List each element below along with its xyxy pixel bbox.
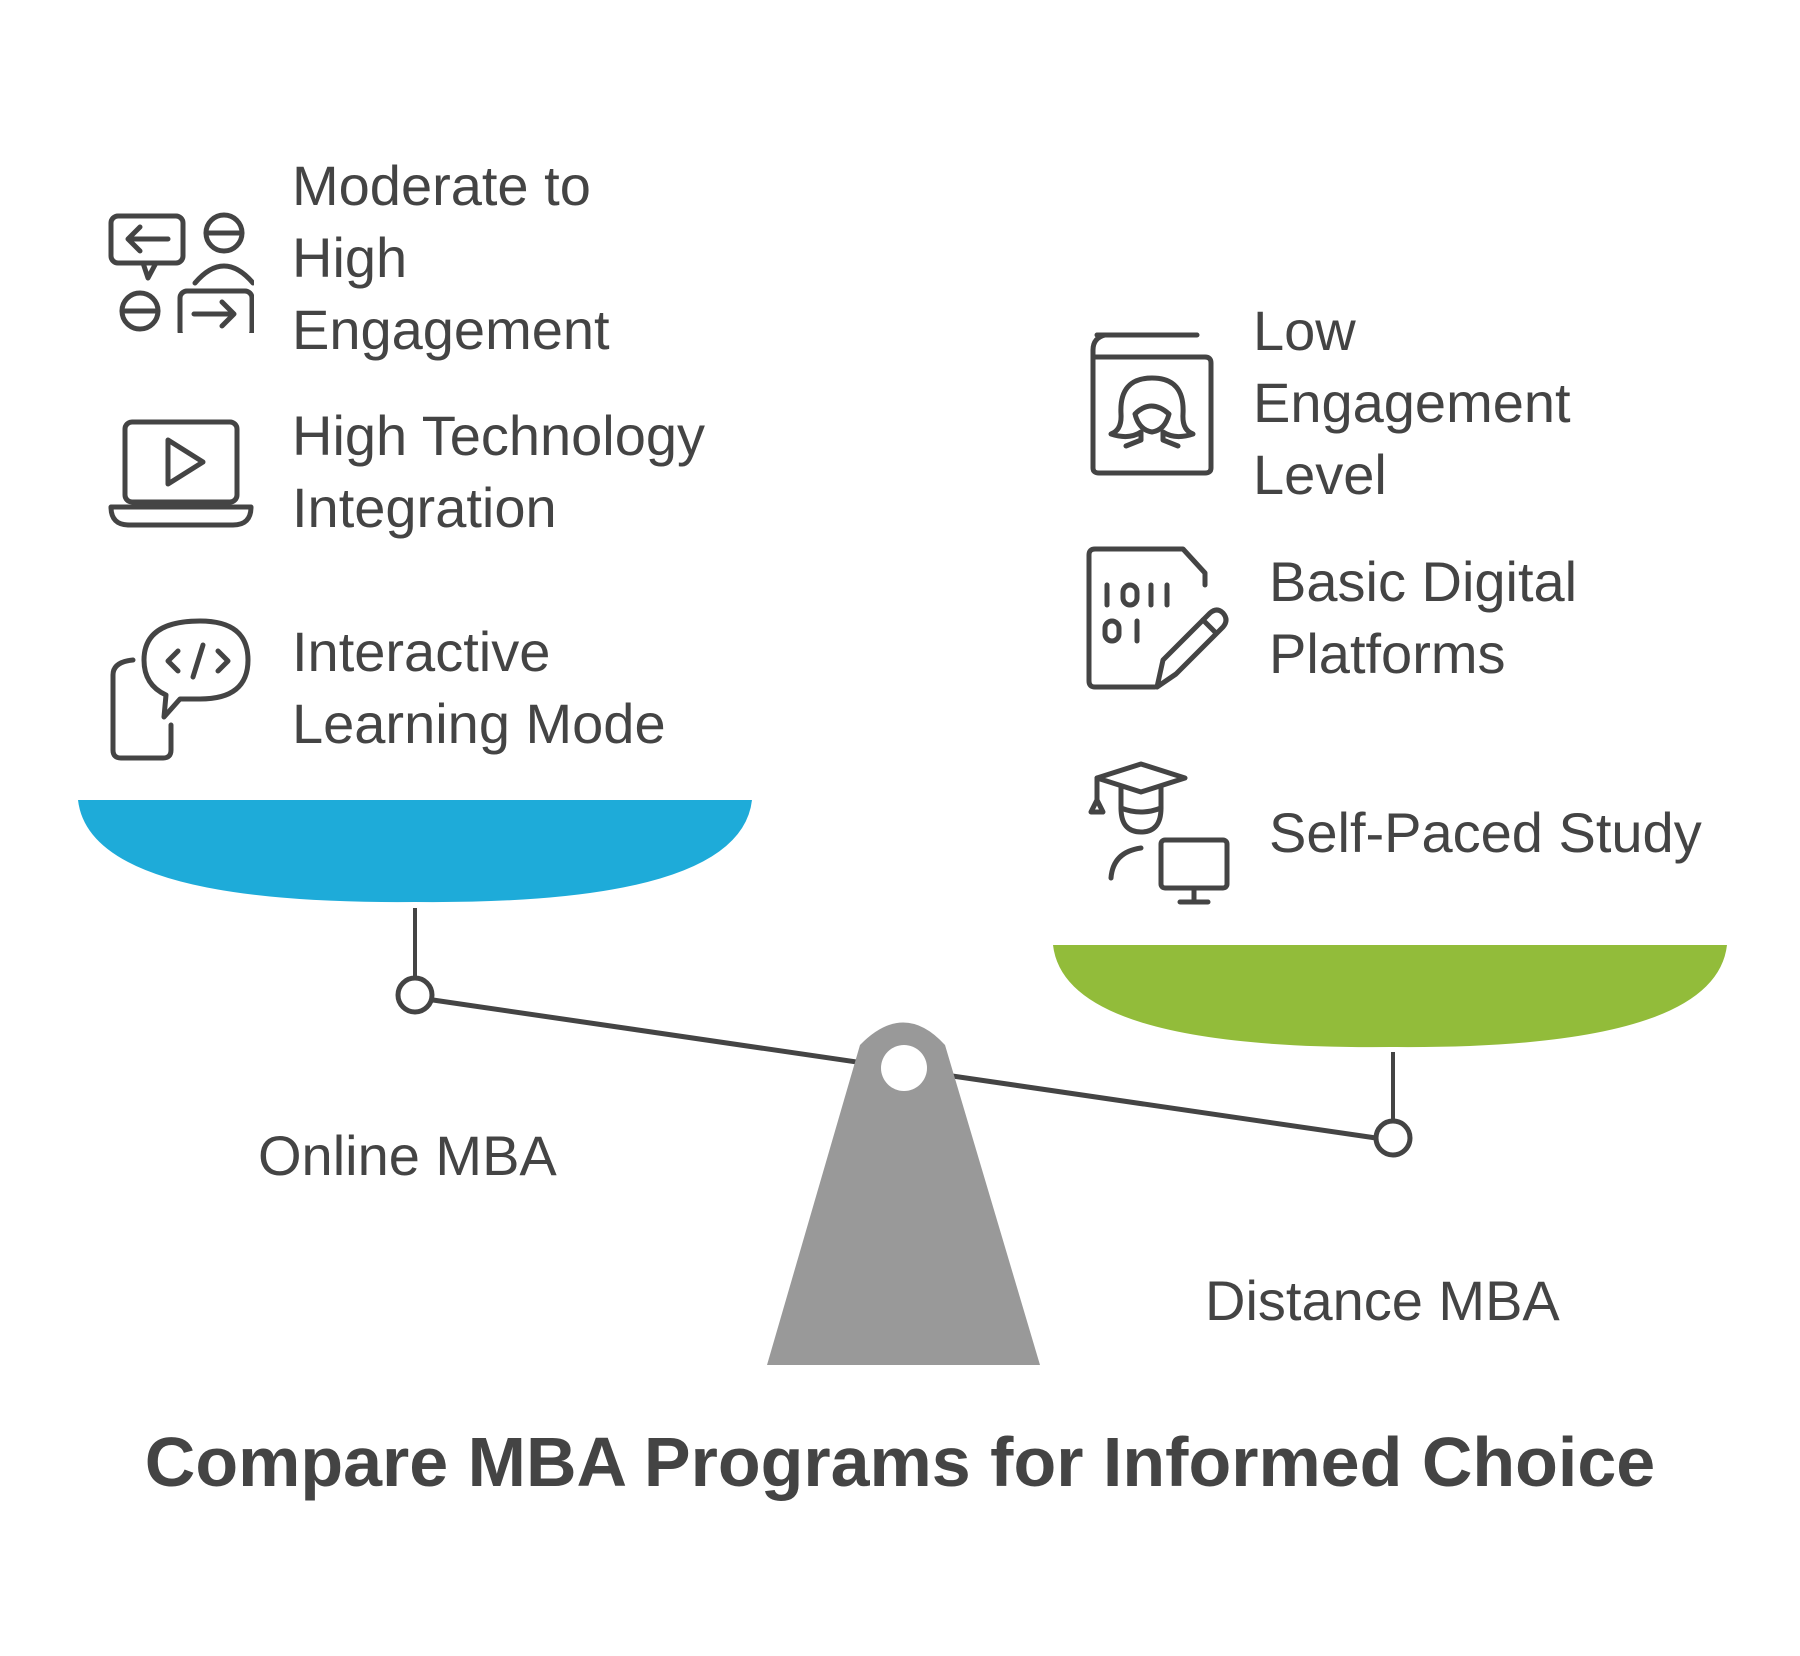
right-hinge bbox=[1373, 1118, 1413, 1158]
left-feature-2: High Technology Integration bbox=[108, 400, 705, 544]
left-feature-3-label: Interactive Learning Mode bbox=[292, 620, 666, 755]
distance-mba-label: Distance MBA bbox=[1205, 1269, 1560, 1332]
laptop-play-icon bbox=[108, 419, 254, 528]
phone-code-chat-icon bbox=[110, 618, 251, 761]
right-feature-3-label: Self-Paced Study bbox=[1269, 801, 1702, 864]
right-feature-1: Low Engagement Level bbox=[1085, 295, 1571, 511]
left-pan bbox=[78, 800, 752, 903]
left-feature-1: Moderate to High Engagement bbox=[108, 150, 610, 366]
fulcrum-pivot-hole bbox=[881, 1045, 927, 1091]
diagram-title: Compare MBA Programs for Informed Choice bbox=[144, 1423, 1656, 1501]
fulcrum bbox=[767, 1022, 1040, 1365]
left-hinge bbox=[395, 975, 435, 1015]
right-feature-3: Self-Paced Study bbox=[1085, 760, 1702, 906]
right-pan bbox=[1053, 945, 1727, 1048]
graduate-computer-icon bbox=[1088, 761, 1230, 905]
conversation-people-icon bbox=[108, 212, 254, 333]
online-mba-label: Online MBA bbox=[258, 1124, 557, 1187]
right-feature-2-label: Basic Digital Platforms bbox=[1269, 550, 1578, 685]
right-feature-1-label: Low Engagement Level bbox=[1253, 299, 1571, 506]
binary-file-pencil-icon bbox=[1086, 546, 1229, 690]
left-feature-1-label: Moderate to High Engagement bbox=[292, 154, 610, 361]
profile-book-icon bbox=[1090, 332, 1214, 476]
left-feature-3: Interactive Learning Mode bbox=[108, 615, 666, 761]
left-feature-2-label: High Technology Integration bbox=[292, 404, 706, 539]
right-feature-2: Basic Digital Platforms bbox=[1085, 545, 1577, 691]
